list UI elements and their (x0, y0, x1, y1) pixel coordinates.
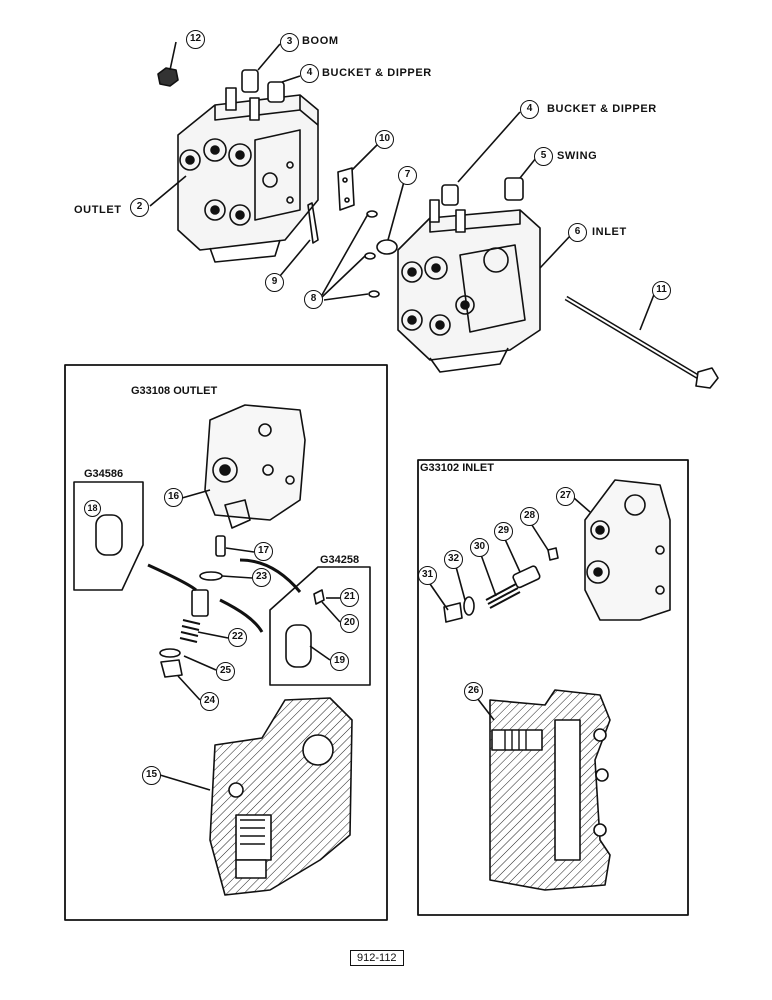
label-inlet: INLET (592, 226, 627, 238)
outlet-panel-frame (64, 364, 388, 921)
callout-31: 31 (418, 566, 437, 585)
label-swing: SWING (557, 150, 598, 162)
callout-30: 30 (470, 538, 489, 557)
callout-24: 24 (200, 692, 219, 711)
section-view-15 (209, 697, 353, 896)
callout-9: 9 (265, 273, 284, 292)
callout-8: 8 (304, 290, 323, 309)
callout-4-right: 4 (520, 100, 539, 119)
callout-15: 15 (142, 766, 161, 785)
page-number: 912-112 (350, 950, 404, 966)
callout-29: 29 (494, 522, 513, 541)
callout-6: 6 (568, 223, 587, 242)
callout-5: 5 (534, 147, 553, 166)
kit-g34258-frame (269, 566, 371, 686)
kit-right-label: G34258 (320, 554, 360, 566)
callout-7: 7 (398, 166, 417, 185)
gasket-10 (337, 167, 355, 211)
kit-g34586-frame (73, 481, 144, 591)
callout-25: 25 (216, 662, 235, 681)
callout-4: 4 (300, 64, 319, 83)
callout-32: 32 (444, 550, 463, 569)
callout-3: 3 (280, 33, 299, 52)
label-outlet: OUTLET (74, 204, 122, 216)
callout-21: 21 (340, 588, 359, 607)
callout-19: 19 (330, 652, 349, 671)
tie-bolt-11 (564, 295, 719, 389)
callout-2: 2 (130, 198, 149, 217)
label-bucket-dipper-top: BUCKET & DIPPER (322, 67, 432, 79)
outlet-panel-title: G33108 OUTLET (131, 385, 218, 397)
callout-17: 17 (254, 542, 273, 561)
callout-23: 23 (252, 568, 271, 587)
kit-left-label: G34586 (84, 468, 124, 480)
callout-12: 12 (186, 30, 205, 49)
inlet-cover-27 (584, 479, 671, 621)
callout-18: 18 (84, 500, 101, 517)
inlet-panel-title: G33102 INLET (420, 462, 494, 474)
right-valve-block (397, 177, 541, 373)
nut-12 (157, 67, 179, 87)
callout-10: 10 (375, 130, 394, 149)
label-boom: BOOM (302, 35, 339, 47)
callout-16: 16 (164, 488, 183, 507)
callout-11: 11 (652, 281, 671, 300)
callout-26: 26 (464, 682, 483, 701)
left-valve-block (177, 69, 319, 263)
callout-22: 22 (228, 628, 247, 647)
section-view-26 (489, 689, 611, 891)
callout-28: 28 (520, 507, 539, 526)
callout-27: 27 (556, 487, 575, 506)
callout-20: 20 (340, 614, 359, 633)
label-bucket-dipper-right: BUCKET & DIPPER (547, 103, 657, 115)
retainer-9 (307, 202, 319, 244)
inlet-panel-frame (417, 459, 689, 916)
